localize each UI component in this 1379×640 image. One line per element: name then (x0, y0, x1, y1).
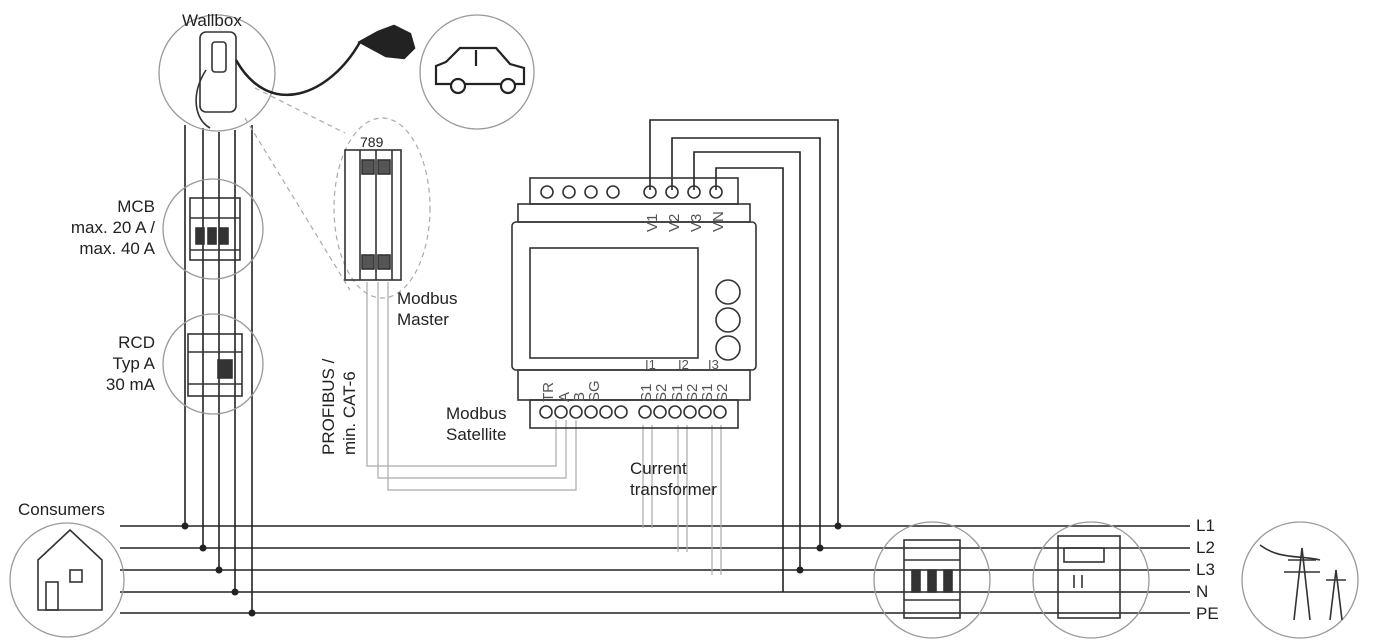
grid-label-l3: L3 (1196, 560, 1215, 579)
terminal-ct-6: S2 (714, 383, 731, 402)
wallbox-label: Wallbox (182, 11, 242, 30)
mcb-label: MCB max. 20 A / max. 40 A (60, 196, 155, 259)
terminal-i1: I1 (645, 357, 656, 372)
current-transformer-label-line2: transformer (630, 480, 717, 499)
main-breaker-icon (903, 539, 961, 619)
terminal-v3: V3 (688, 213, 705, 232)
terminal-i3: I3 (708, 357, 719, 372)
energy-meter-icon (511, 177, 757, 429)
modbus-master-label-line1: Modbus (397, 289, 458, 308)
profibus-label-line2: min. CAT-6 (340, 371, 359, 455)
power-pylon-icon (1259, 544, 1346, 621)
rcd-label: RCD Typ A 30 mA (60, 332, 155, 395)
current-transformer-label: Current transformer (630, 458, 717, 500)
mcb-icon (189, 197, 241, 261)
modbus-satellite-label-line2: Satellite (446, 425, 507, 444)
mcb-label-line3: max. 40 A (79, 239, 155, 258)
car-icon (434, 46, 526, 95)
modbus-master-label-line2: Master (397, 310, 449, 329)
terminal-v1: V1 (644, 213, 661, 232)
ct-wires (642, 425, 722, 575)
consumers-label: Consumers (18, 500, 105, 519)
terminal-numbers-label: 789 (360, 134, 384, 150)
meter-screw-terminals (539, 185, 727, 419)
grid-label-n: N (1196, 582, 1209, 601)
rcd-label-line2: Typ A (112, 354, 155, 373)
terminal-sg: SG (586, 380, 603, 402)
component-circles (9, 14, 1359, 639)
rcd-label-line3: 30 mA (105, 375, 155, 394)
modbus-satellite-label-line1: Modbus (446, 404, 507, 423)
grid-lines (120, 525, 1190, 614)
mcb-label-line1: MCB (117, 197, 155, 216)
profibus-label: PROFIBUS / min. CAT-6 (318, 359, 360, 455)
utility-meter-icon (1057, 535, 1121, 619)
modbus-master-module-icon (344, 149, 402, 281)
terminal-v2: V2 (666, 213, 683, 232)
grid-label-l1: L1 (1196, 516, 1215, 535)
grid-label-pe: PE (1196, 604, 1219, 623)
wallbox-master-link (244, 87, 431, 299)
modbus-satellite-label: Modbus Satellite (446, 403, 506, 445)
terminal-i2: I2 (678, 357, 689, 372)
voltage-tap-lines (649, 119, 839, 592)
profibus-label-line1: PROFIBUS / (319, 358, 338, 455)
bus-cable (366, 282, 577, 491)
wallbox-icon (195, 31, 237, 129)
modbus-master-label: Modbus Master (397, 288, 457, 330)
rcd-label-line1: RCD (118, 333, 155, 352)
house-icon (37, 528, 103, 611)
current-transformer-label-line1: Current (630, 459, 687, 478)
rcd-icon (187, 333, 243, 397)
ev-plug-icon (234, 24, 416, 97)
mcb-label-line2: max. 20 A / (70, 218, 155, 237)
grid-label-l2: L2 (1196, 538, 1215, 557)
terminal-vn: VN (710, 211, 727, 232)
